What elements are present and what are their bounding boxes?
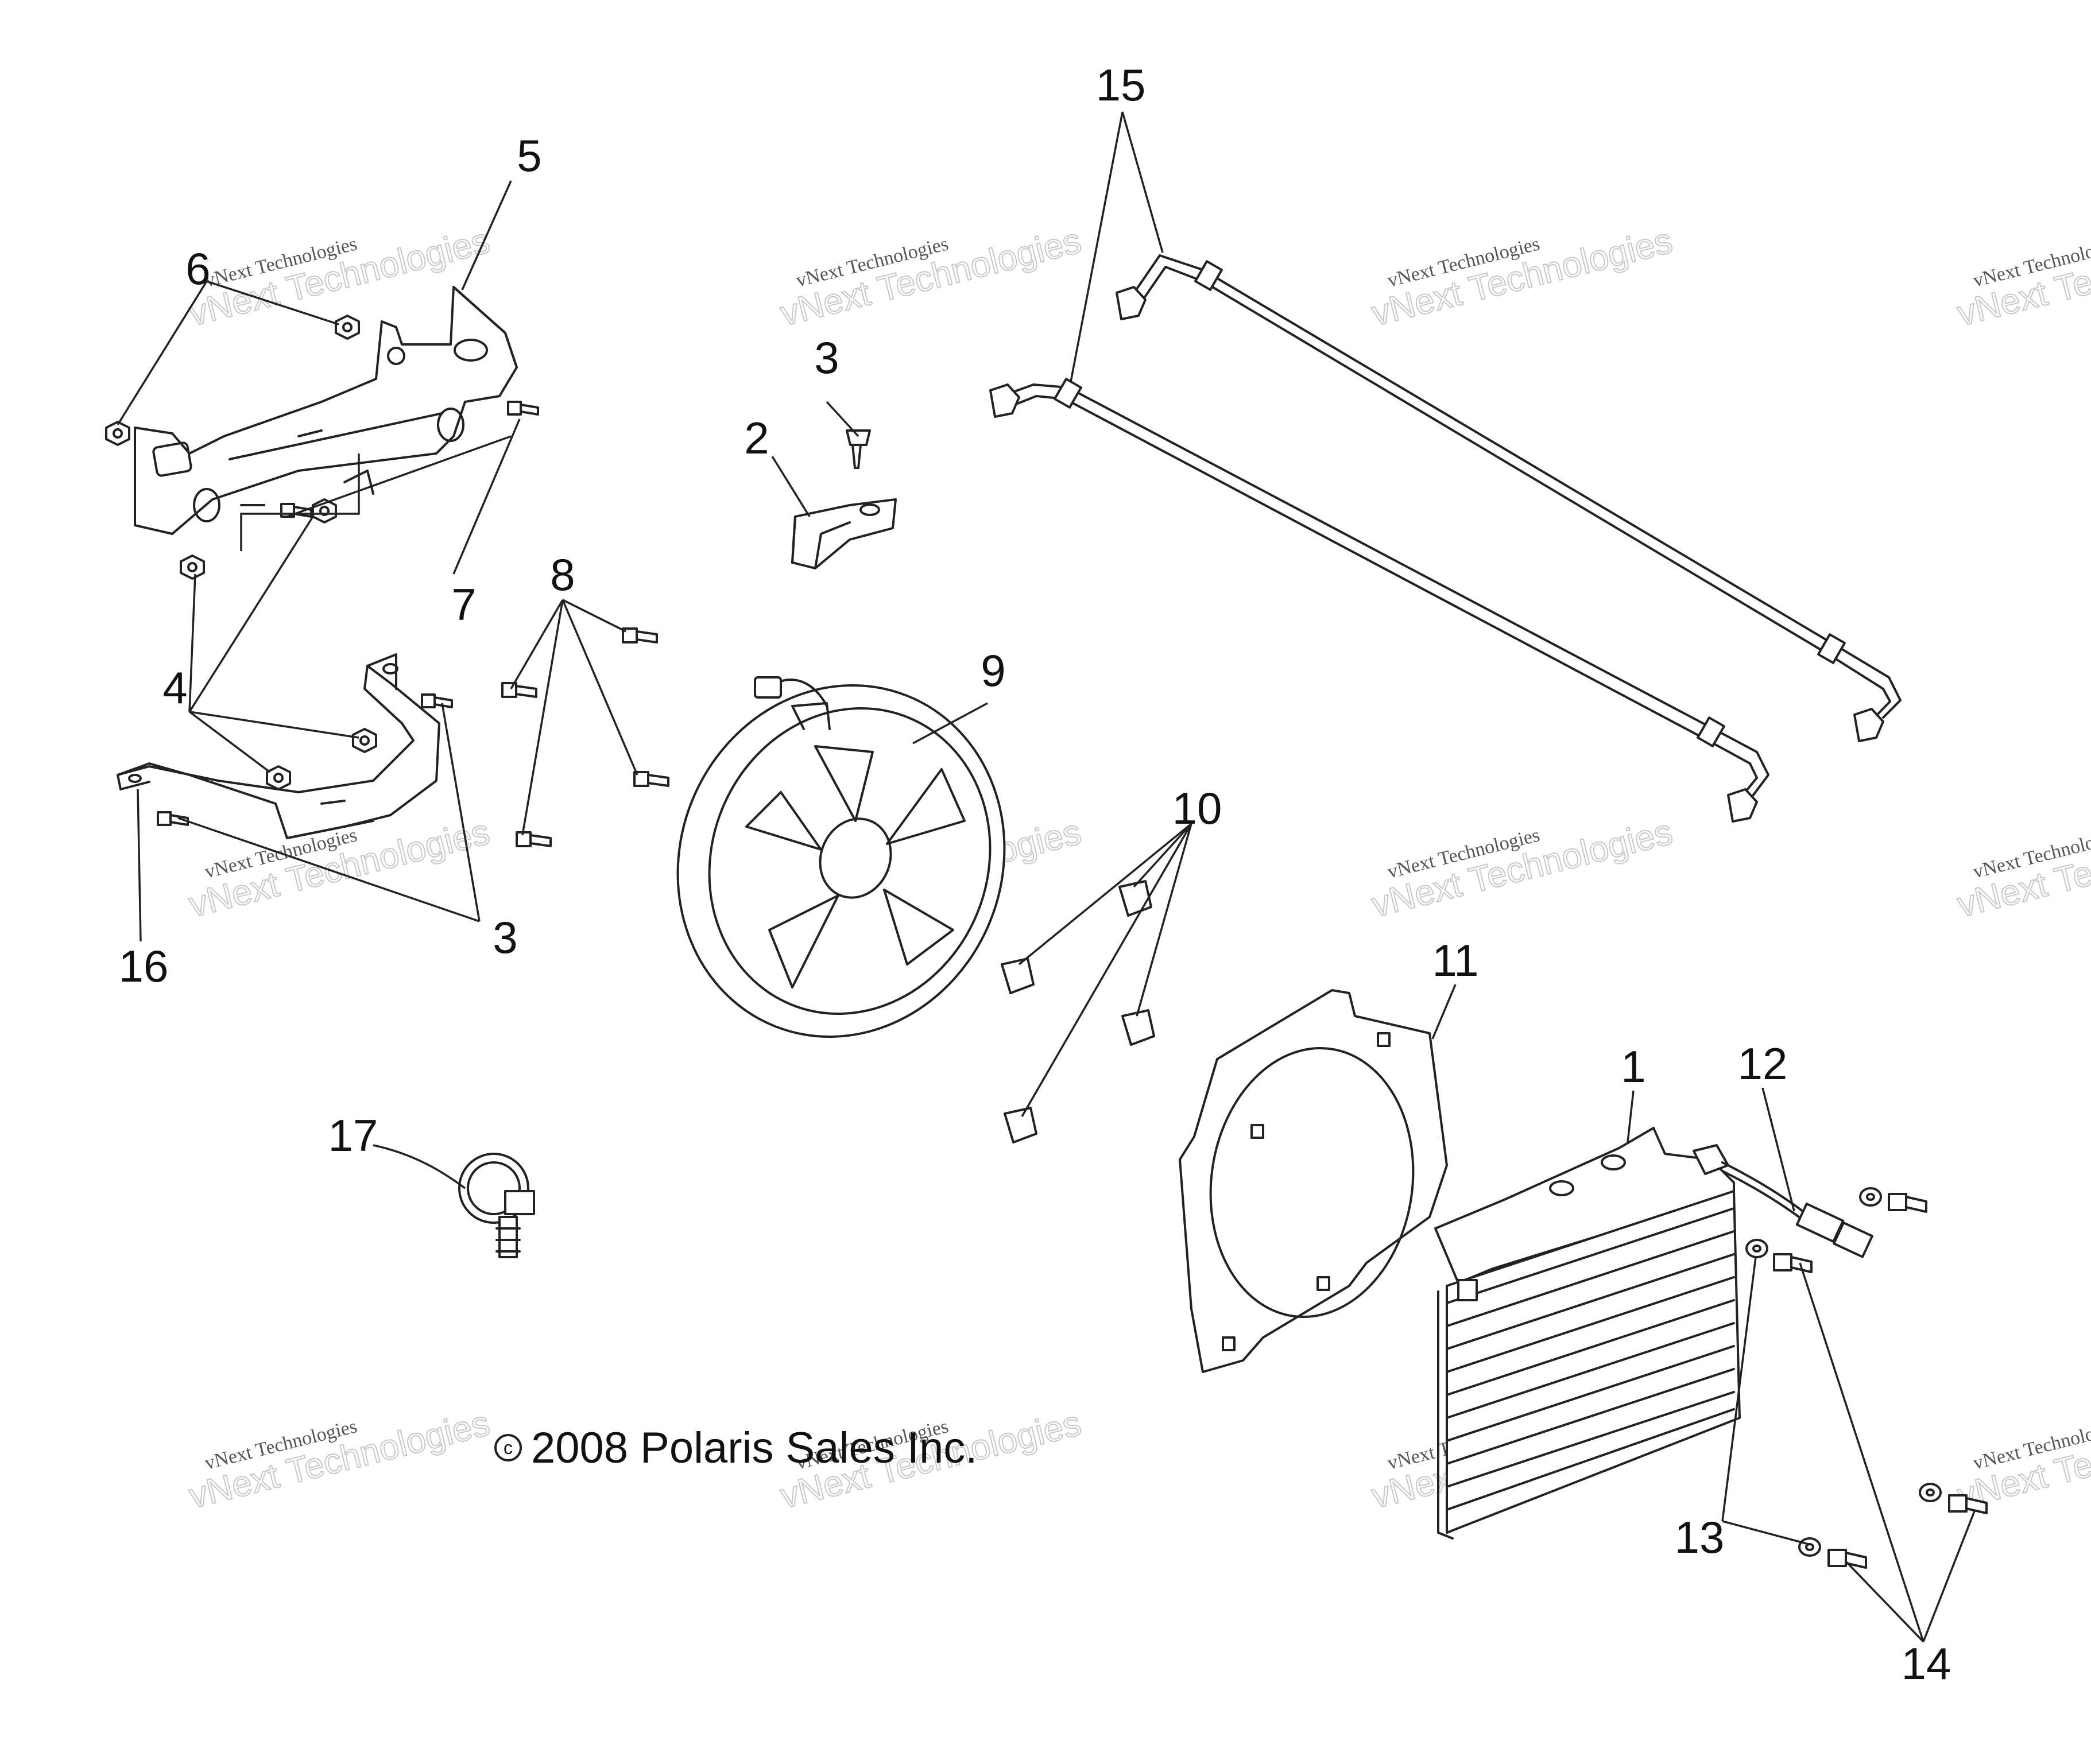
callout-10: 10 [1172, 783, 1222, 833]
bolt-3a [421, 693, 453, 708]
wire-clip [791, 498, 897, 569]
bolt-a [1888, 1193, 1927, 1213]
bolt-8b [501, 682, 537, 698]
callout-6: 6 [185, 243, 210, 294]
washer-b [1745, 1239, 1768, 1258]
watermark-tr: vNext Technologies vNext Technologies [1367, 220, 1676, 335]
hex-nuts [105, 315, 377, 790]
callout-14: 14 [1902, 1638, 1951, 1689]
callout-13: 13 [1675, 1512, 1725, 1563]
callout-16: 16 [119, 941, 169, 991]
copyright-notice: c 2008 Polaris Sales Inc. [494, 1424, 977, 1472]
bolts [157, 401, 871, 847]
bolt-d [1948, 1494, 1988, 1514]
washer-d [1919, 1483, 1942, 1502]
lower-mounting-bracket [117, 653, 440, 839]
callout-5: 5 [517, 130, 541, 181]
watermark-edge-mid: vNext Technologies vNext Technologies [1953, 812, 2091, 926]
cooler-lines [989, 254, 1902, 823]
callout-2: 2 [744, 413, 769, 463]
watermark-edge-bot: vNext Technologies vNext Technologies [1953, 1403, 2091, 1517]
callout-labels: 15 5 6 3 2 8 7 9 4 10 3 11 16 1 12 17 13… [119, 60, 1951, 1689]
callout-17: 17 [328, 1110, 378, 1161]
leader-lines [117, 111, 1976, 1643]
fan-shroud [1179, 989, 1448, 1373]
washer-a [1859, 1187, 1882, 1207]
callout-11: 11 [1432, 935, 1479, 986]
bolt-c [1827, 1549, 1867, 1569]
callout-3-bottom: 3 [493, 912, 517, 963]
cooling-fan [676, 676, 1006, 1038]
bolt-8a [622, 627, 658, 643]
upper-mounting-bracket [134, 286, 518, 535]
watermark-edge-top: vNext Technologies vNext Technologies [1953, 220, 2091, 335]
washers-and-bolts [1745, 1187, 1988, 1569]
oil-cooler [1434, 1127, 1741, 1540]
nut-4c [352, 728, 377, 753]
callout-8: 8 [550, 549, 575, 600]
watermark-tl: vNext Technologies vNext Technologies [184, 220, 494, 335]
callout-12: 12 [1738, 1038, 1788, 1089]
watermark-tc: vNext Technologies vNext Technologies [776, 220, 1085, 335]
copyright-symbol: c [504, 1437, 513, 1458]
nut-6a [335, 315, 360, 340]
harness-connector [1721, 1161, 1873, 1258]
speed-clips [1001, 880, 1155, 1143]
nut-6b [105, 421, 130, 446]
nut-4d [266, 765, 291, 790]
callout-7: 7 [451, 579, 476, 630]
copyright-text: 2008 Polaris Sales Inc. [531, 1424, 977, 1472]
nut-4a [180, 555, 205, 580]
bolt-b [1773, 1253, 1813, 1273]
washer-c [1798, 1537, 1821, 1557]
hose-clamp [458, 1153, 535, 1258]
watermark-bl: vNext Technologies vNext Technologies [184, 1403, 494, 1517]
callout-4: 4 [162, 662, 187, 713]
push-rivet-3 [846, 429, 871, 469]
bolt-8c [633, 771, 669, 787]
callout-1: 1 [1621, 1041, 1645, 1092]
callout-15: 15 [1096, 60, 1146, 110]
callout-3-top: 3 [814, 332, 839, 383]
watermark-mr: vNext Technologies vNext Technologies [1367, 812, 1676, 926]
bolt-3b [157, 811, 189, 826]
bolt-8d [516, 831, 552, 847]
bolt-7a [507, 401, 539, 416]
callout-9: 9 [981, 645, 1005, 696]
